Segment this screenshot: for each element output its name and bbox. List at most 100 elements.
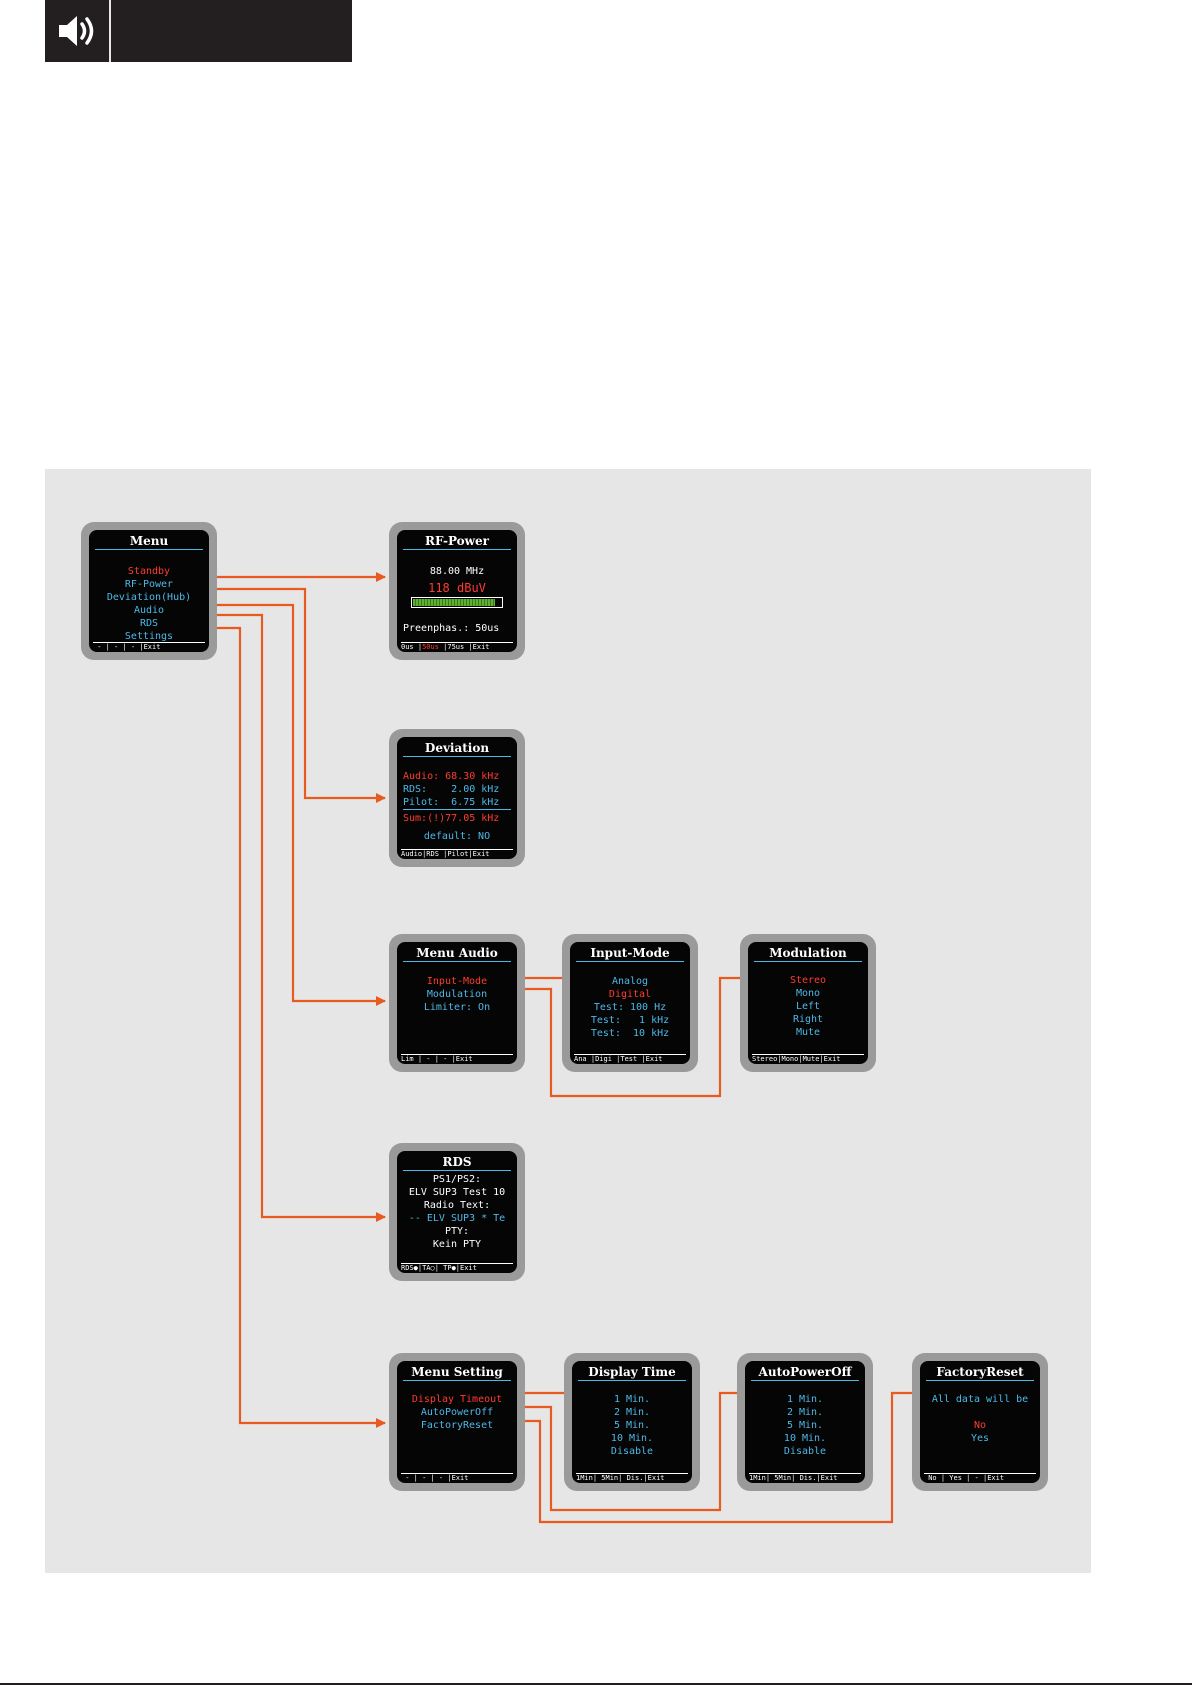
softkey-bar: No | Yes | - |Exit — [924, 1473, 1036, 1483]
rds-ps-value: ELV SUP3 Test 10 — [408, 1187, 506, 1198]
screen-modulation: Modulation Stereo Mono Left Right Mute S… — [740, 934, 876, 1072]
title-rule — [926, 1380, 1034, 1381]
arrow-menu-deviation — [205, 587, 386, 803]
deviation-audio: Audio: 68.30 kHz — [403, 771, 500, 782]
arrow-menu-rds — [205, 613, 386, 1222]
option-5-min[interactable]: 5 Min. — [786, 1420, 824, 1431]
menu-item-audio[interactable]: Audio — [133, 605, 165, 616]
title-rule — [754, 961, 862, 962]
menu-item-standby[interactable]: Standby — [127, 566, 171, 577]
title-rule — [578, 1380, 686, 1381]
menu-item-input-mode[interactable]: Input-Mode — [426, 976, 488, 987]
menu-item-modulation[interactable]: Modulation — [426, 989, 488, 1000]
level-value: 118 dBuV — [428, 581, 486, 595]
title-rule — [403, 549, 511, 550]
screen-rf-power: RF-Power 88.00 MHz 118 dBuV Preenphas.: … — [389, 522, 525, 660]
screen-rds: RDS PS1/PS2: ELV SUP3 Test 10 Radio Text… — [389, 1143, 525, 1281]
option-no[interactable]: No — [973, 1420, 987, 1431]
softkey-bar: Ana |Digi |Test |Exit — [574, 1054, 686, 1064]
option-mono[interactable]: Mono — [795, 988, 821, 999]
option-2-min[interactable]: 2 Min. — [613, 1407, 651, 1418]
softkey-rest: |75us |Exit — [438, 643, 490, 651]
screen-title: RF-Power — [425, 534, 489, 548]
deviation-sum: Sum:(!)77.05 kHz — [403, 813, 500, 824]
screen-title: Display Time — [588, 1365, 676, 1379]
option-test-10khz[interactable]: Test: 10 kHz — [590, 1028, 670, 1039]
screen-title: Menu Setting — [411, 1365, 503, 1379]
softkey-bar: Stereo|Mono|Mute|Exit — [752, 1054, 864, 1064]
option-right[interactable]: Right — [792, 1014, 824, 1025]
option-10-min[interactable]: 10 Min. — [783, 1433, 827, 1444]
speaker-icon — [59, 16, 94, 46]
menu-item-limiter[interactable]: Limiter: On — [423, 1002, 491, 1013]
option-test-100hz[interactable]: Test: 100 Hz — [593, 1002, 667, 1013]
softkey-0us: 0us | — [401, 643, 423, 651]
option-disable[interactable]: Disable — [610, 1446, 654, 1457]
arrow-setting-factoryreset — [510, 1388, 929, 1524]
preemphasis-value: Preenphas.: 50us — [403, 623, 500, 634]
menu-item-rf-power[interactable]: RF-Power — [124, 579, 174, 590]
screen-deviation: Deviation Audio: 68.30 kHz RDS: 2.00 kHz… — [389, 729, 525, 867]
softkey-bar: RDS●|TA○| TP●|Exit — [401, 1263, 513, 1273]
title-rule — [576, 961, 684, 962]
screen-title: AutoPowerOff — [758, 1365, 852, 1379]
screen-menu: Menu Standby RF-Power Deviation(Hub) Aud… — [81, 522, 217, 660]
option-yes[interactable]: Yes — [970, 1433, 990, 1444]
option-5-min[interactable]: 5 Min. — [613, 1420, 651, 1431]
option-10-min[interactable]: 10 Min. — [610, 1433, 654, 1444]
rds-pty-value: Kein PTY — [432, 1239, 482, 1250]
screen-title: Deviation — [424, 741, 490, 755]
option-disable[interactable]: Disable — [783, 1446, 827, 1457]
arrow-menu-settings — [205, 626, 386, 1428]
option-1-min[interactable]: 1 Min. — [786, 1394, 824, 1405]
speaker-cell — [45, 0, 111, 62]
menu-item-rds[interactable]: RDS — [139, 618, 159, 629]
softkey-bar: 0us |50us |75us |Exit — [401, 642, 513, 652]
rds-radiotext-value: -- ELV SUP3 * Te — [408, 1213, 506, 1224]
screen-title: Input-Mode — [590, 946, 670, 960]
arrow-audio-modulation — [510, 973, 758, 1098]
menu-item-settings[interactable]: Settings — [124, 631, 174, 642]
option-test-1khz[interactable]: Test: 1 kHz — [590, 1015, 670, 1026]
arrow-setting-autopoweroff — [510, 1388, 757, 1512]
menu-item-display-timeout[interactable]: Display Timeout — [411, 1394, 503, 1405]
menu-item-deviation[interactable]: Deviation(Hub) — [106, 592, 192, 603]
level-bar — [411, 597, 503, 608]
screen-title: Modulation — [769, 946, 847, 960]
sum-rule — [403, 809, 511, 810]
title-rule — [403, 1170, 511, 1171]
option-left[interactable]: Left — [795, 1001, 821, 1012]
option-analog[interactable]: Analog — [611, 976, 649, 987]
option-mute[interactable]: Mute — [795, 1027, 821, 1038]
screen-autopoweroff: AutoPowerOff 1 Min. 2 Min. 5 Min. 10 Min… — [737, 1353, 873, 1491]
reset-message: All data will be — [931, 1394, 1029, 1405]
softkey-bar: - | - | - |Exit — [93, 642, 205, 652]
option-digital[interactable]: Digital — [608, 989, 652, 1000]
option-2-min[interactable]: 2 Min. — [786, 1407, 824, 1418]
deviation-rds: RDS: 2.00 kHz — [403, 784, 500, 795]
title-rule — [403, 1380, 511, 1381]
option-1-min[interactable]: 1 Min. — [613, 1394, 651, 1405]
softkey-bar: Lim | - | - |Exit — [401, 1054, 513, 1064]
arrow-menu-audio — [205, 603, 386, 1006]
menu-item-autopoweroff[interactable]: AutoPowerOff — [420, 1407, 494, 1418]
deviation-pilot: Pilot: 6.75 kHz — [403, 797, 500, 808]
option-stereo[interactable]: Stereo — [789, 975, 827, 986]
frequency-value: 88.00 MHz — [429, 566, 485, 577]
deviation-default: default: NO — [423, 831, 491, 842]
menu-item-factoryreset[interactable]: FactoryReset — [420, 1420, 494, 1431]
rds-pty-label: PTY: — [444, 1226, 470, 1237]
screen-display-time: Display Time 1 Min. 2 Min. 5 Min. 10 Min… — [564, 1353, 700, 1491]
screen-menu-setting: Menu Setting Display Timeout AutoPowerOf… — [389, 1353, 525, 1491]
softkey-bar: - | - | - |Exit — [401, 1473, 513, 1483]
softkey-bar: 1Min| 5Min| Dis.|Exit — [749, 1473, 861, 1483]
level-bar-fill — [413, 599, 495, 606]
title-rule — [751, 1380, 859, 1381]
title-rule — [403, 756, 511, 757]
title-rule — [403, 961, 511, 962]
header-bar — [45, 0, 352, 62]
rds-radiotext-label: Radio Text: — [423, 1200, 491, 1211]
screen-title: Menu — [129, 534, 169, 548]
screen-input-mode: Input-Mode Analog Digital Test: 100 Hz T… — [562, 934, 698, 1072]
